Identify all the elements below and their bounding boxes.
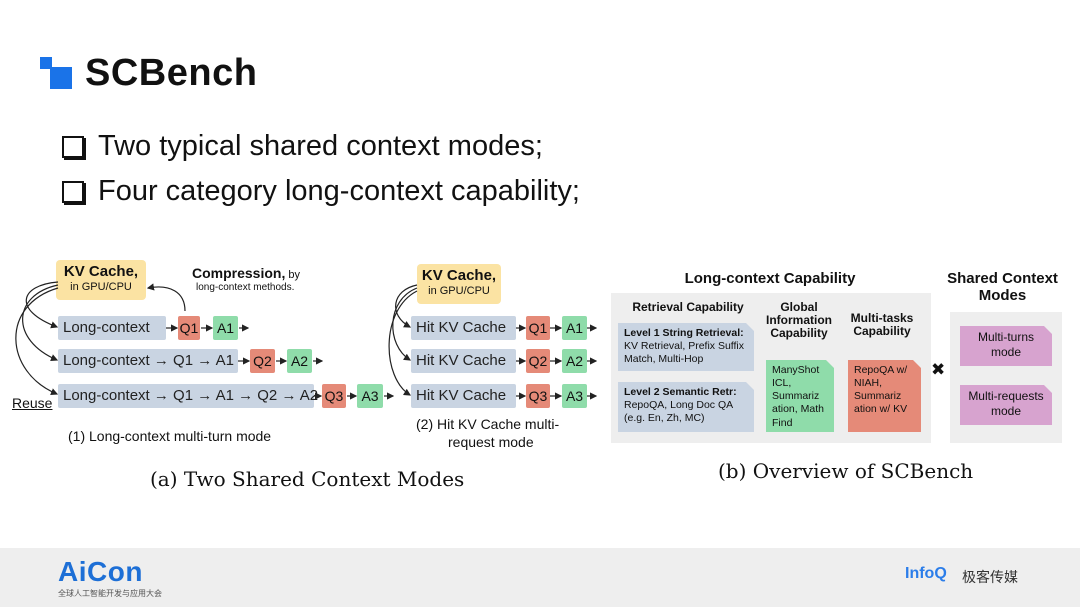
bullet-text: Four category long-context capability; bbox=[98, 175, 580, 207]
level2-retrieval-box: Level 2 Semantic Retr: RepoQA, Long Doc … bbox=[618, 382, 754, 432]
question-box: Q1 bbox=[526, 316, 550, 340]
reuse-label: Reuse bbox=[12, 395, 53, 411]
level1-title: Level 1 String Retrieval: bbox=[624, 327, 744, 339]
question-box: Q3 bbox=[322, 384, 346, 408]
hit-kv-cache-box: Hit KV Cache bbox=[411, 384, 516, 408]
hit-kv-cache-box: Hit KV Cache bbox=[411, 316, 516, 340]
kv-cache-box: KV Cache, in GPU/CPU bbox=[417, 264, 501, 304]
long-context-capability-heading: Long-context Capability bbox=[684, 270, 856, 287]
kv-cache-title: KV Cache, bbox=[421, 267, 497, 284]
kv-cache-box: KV Cache, in GPU/CPU bbox=[56, 260, 146, 300]
multi-request-caption-line2: request mode bbox=[448, 434, 534, 450]
aicon-tagline: 全球人工智能开发与应用大会 bbox=[58, 589, 162, 598]
question-box: Q2 bbox=[526, 349, 550, 373]
global-info-heading: Global Information Capability bbox=[766, 300, 832, 341]
multi-requests-mode-box: Multi-requests mode bbox=[960, 385, 1052, 425]
question-box: Q2 bbox=[250, 349, 275, 373]
figure-b-caption: (b) Overview of SCBench bbox=[718, 459, 974, 483]
level2-body: RepoQA, Long Doc QA (e.g. En, Zh, MC) bbox=[624, 399, 733, 425]
compression-sub: long-context methods. bbox=[196, 282, 295, 293]
bullet-item: Four category long-context capability; bbox=[62, 175, 580, 208]
kv-cache-sub: in GPU/CPU bbox=[428, 284, 490, 297]
long-context-box: Long-context bbox=[58, 316, 166, 340]
level2-title: Level 2 Semantic Retr: bbox=[624, 386, 737, 398]
bullet-item: Two typical shared context modes; bbox=[62, 130, 543, 163]
level1-retrieval-box: Level 1 String Retrieval: KV Retrieval, … bbox=[618, 323, 754, 371]
hit-kv-cache-box: Hit KV Cache bbox=[411, 349, 516, 373]
shared-context-heading: Shared Context Modes bbox=[947, 270, 1058, 304]
answer-box: A3 bbox=[562, 384, 587, 408]
checkbox-icon bbox=[62, 135, 84, 158]
infoq-tagline: 极客传媒 bbox=[962, 569, 1018, 585]
long-context-box: Long-context → Q1 → A1 → Q2 → A2 bbox=[58, 384, 318, 408]
figure-a-caption: (a) Two Shared Context Modes bbox=[150, 467, 465, 491]
aicon-logo: AiCon bbox=[58, 556, 143, 587]
title-logo-icon bbox=[40, 57, 72, 89]
kv-cache-sub: in GPU/CPU bbox=[70, 280, 132, 293]
compression-label: Compression, by bbox=[192, 265, 301, 281]
answer-box: A2 bbox=[287, 349, 312, 373]
answer-box: A2 bbox=[562, 349, 587, 373]
question-box: Q1 bbox=[178, 316, 200, 340]
retrieval-heading: Retrieval Capability bbox=[632, 300, 744, 314]
times-icon: ✖ bbox=[931, 360, 946, 379]
long-context-box: Long-context → Q1 → A1 bbox=[58, 349, 238, 373]
answer-box: A3 bbox=[357, 384, 383, 408]
answer-box: A1 bbox=[213, 316, 238, 340]
multi-tasks-box: RepoQA w/ NIAH, Summariz ation w/ KV bbox=[848, 360, 921, 432]
multi-turns-mode-box: Multi-turns mode bbox=[960, 326, 1052, 366]
answer-box: A1 bbox=[562, 316, 587, 340]
multi-request-caption-line1: (2) Hit KV Cache multi- bbox=[416, 416, 560, 432]
multi-tasks-heading: Multi-tasks Capability bbox=[850, 311, 914, 339]
level1-body: KV Retrieval, Prefix Suffix Match, Multi… bbox=[624, 340, 745, 366]
checkbox-icon bbox=[62, 180, 84, 203]
multi-turn-caption: (1) Long-context multi-turn mode bbox=[68, 428, 272, 444]
global-info-box: ManyShot ICL, Summariz ation, Math Find bbox=[766, 360, 834, 432]
bullet-text: Two typical shared context modes; bbox=[98, 130, 543, 162]
infoq-logo: InfoQ bbox=[905, 565, 947, 582]
footer-bar bbox=[0, 548, 1080, 607]
question-box: Q3 bbox=[526, 384, 550, 408]
kv-cache-title: KV Cache, bbox=[63, 263, 139, 280]
page-title: SCBench bbox=[85, 52, 258, 94]
